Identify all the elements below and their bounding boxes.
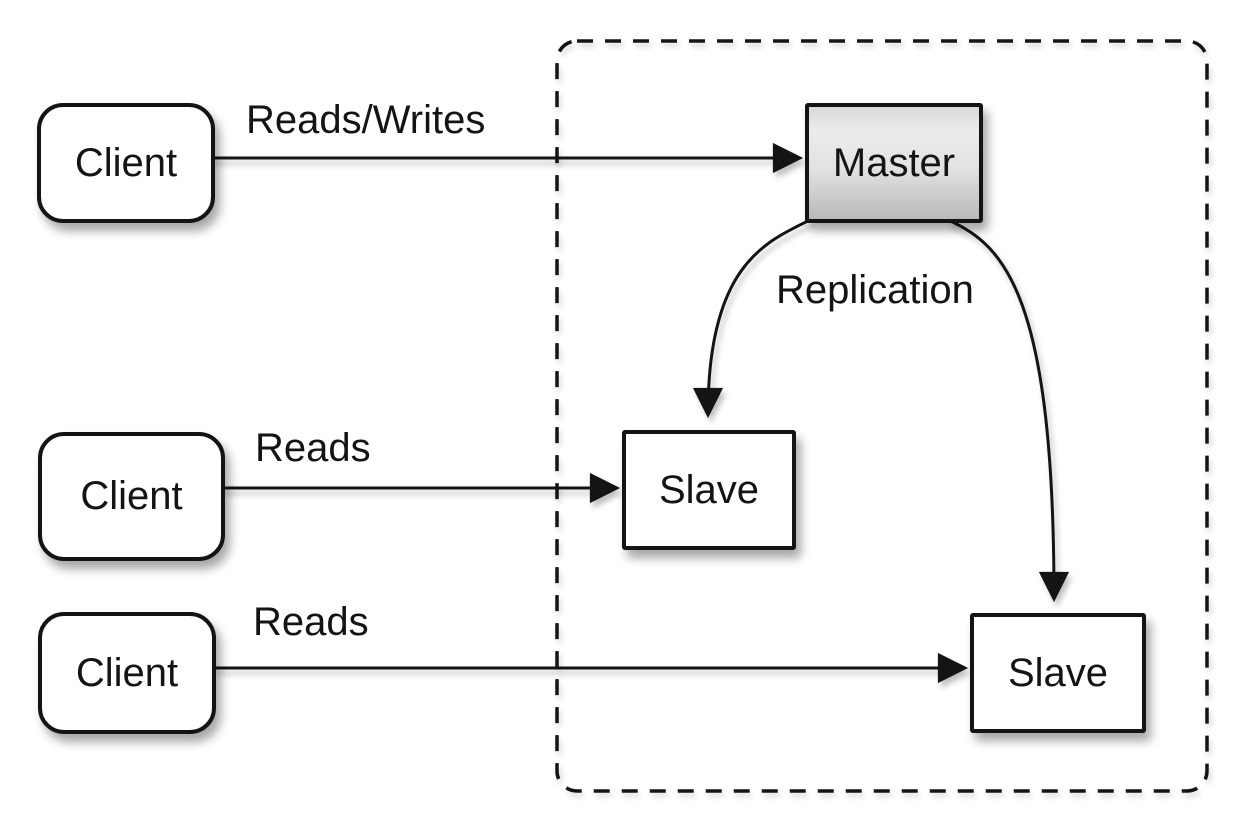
client-node-middle: Client <box>38 432 225 561</box>
slave-node-upper: Slave <box>622 430 796 550</box>
client-node-bottom-label: Client <box>75 650 179 695</box>
master-node-label: Master <box>832 140 956 185</box>
master-node: Master <box>805 103 983 223</box>
edge-label-reads-bottom: Reads <box>253 600 369 644</box>
slave-node-upper-label: Slave <box>658 467 760 512</box>
edge-label-reads-middle: Reads <box>255 426 371 470</box>
arrow-replication-to-upper-slave <box>692 217 813 419</box>
slave-node-lower-label: Slave <box>1007 650 1109 695</box>
replication-group-boundary <box>555 39 1209 793</box>
client-node-bottom: Client <box>38 612 216 734</box>
edge-label-reads-writes: Reads/Writes <box>246 98 486 142</box>
slave-node-lower: Slave <box>970 613 1146 733</box>
client-node-top-label: Client <box>74 140 178 185</box>
client-node-top: Client <box>37 103 215 223</box>
arrow-replication-to-lower-slave <box>947 218 1070 603</box>
client-node-middle-label: Client <box>80 474 183 518</box>
edge-label-replication: Replication <box>776 268 974 312</box>
